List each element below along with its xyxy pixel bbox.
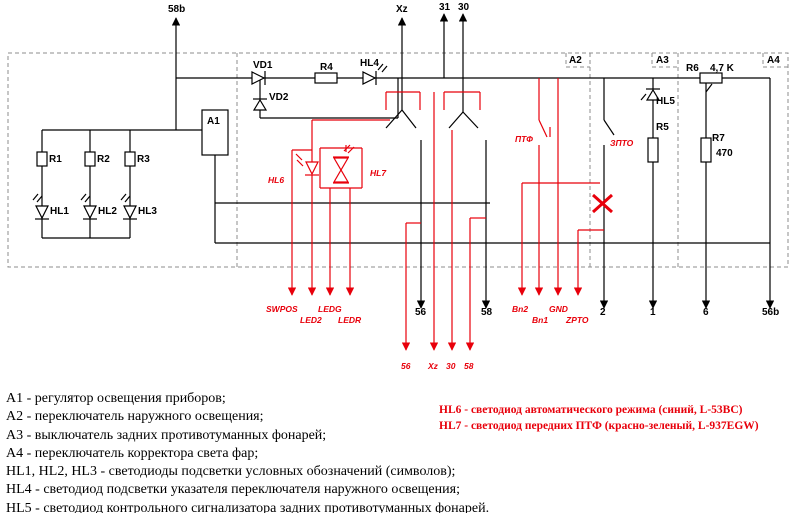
label-hl7: HL7 <box>370 168 387 178</box>
a1-regulator <box>201 109 229 156</box>
red-wiring <box>287 78 604 351</box>
label-r5: R5 <box>656 122 669 133</box>
legend-line: A3 - выключатель задних противотуманных … <box>6 427 327 443</box>
label-r6-value: 4,7 K <box>710 63 735 74</box>
terminal-56b: 56b <box>762 307 779 318</box>
resistor-r1 <box>36 151 48 167</box>
resistor-r2 <box>84 151 96 167</box>
indicator-resistors <box>36 151 136 167</box>
label-r7-value: 470 <box>716 148 733 159</box>
led-hl3 <box>123 205 137 220</box>
red-terminal-xz: Xz <box>427 361 439 371</box>
red-terminal-56: 56 <box>401 361 411 371</box>
terminal-58b: 58b <box>168 4 185 15</box>
unit-frame <box>7 52 789 268</box>
resistor-r3 <box>124 151 136 167</box>
a2-components <box>251 63 388 111</box>
terminal-31: 31 <box>439 2 451 13</box>
legend-line: HL1, HL2, HL3 - светодиоды подсветки усл… <box>6 464 456 480</box>
legend-line: A1 - регулятор освещения приборов; <box>6 391 226 406</box>
cut-mark <box>591 193 614 214</box>
pin-zpto: ZPTO <box>565 315 589 325</box>
label-r7: R7 <box>712 133 725 144</box>
label-r4: R4 <box>320 62 333 73</box>
switch-a2-left <box>385 109 403 129</box>
component-legend: A1 - регулятор освещения приборов; A2 - … <box>6 390 489 513</box>
black-wiring <box>41 13 775 309</box>
led-hl7 <box>332 144 355 184</box>
note-hl7: HL7 - светодиод передних ПТФ (красно-зел… <box>439 420 759 432</box>
block-tag-a3: A3 <box>656 55 669 66</box>
resistor-r7 <box>700 137 712 163</box>
label-ptf: ПТФ <box>515 134 533 144</box>
terminal-2: 2 <box>600 307 606 318</box>
label-hl2: HL2 <box>98 206 117 217</box>
pin-ledg: LEDG <box>318 304 342 314</box>
label-hl1: HL1 <box>50 206 69 217</box>
block-tag-a2: A2 <box>569 55 582 66</box>
block-tag-a4: A4 <box>767 55 780 66</box>
diode-vd2 <box>252 98 268 111</box>
terminal-xz: Xz <box>396 4 408 15</box>
note-hl6: HL6 - светодиод автоматического режима (… <box>439 404 743 416</box>
indicator-leds <box>32 193 137 220</box>
label-zpto: ЗПТО <box>610 138 634 148</box>
label-hl3: HL3 <box>138 206 157 217</box>
led-hl2 <box>83 205 97 220</box>
pin-swpos: SWPOS <box>266 304 298 314</box>
label-hl5: HL5 <box>656 96 675 107</box>
red-terminal-30: 30 <box>446 361 456 371</box>
terminal-1: 1 <box>650 307 656 318</box>
potentiometer-r6 <box>699 72 723 84</box>
pin-ledr: LEDR <box>338 315 362 325</box>
switch-a3 <box>603 119 615 136</box>
led-hl4 <box>362 71 377 85</box>
label-vd2: VD2 <box>269 92 289 103</box>
terminal-6: 6 <box>703 307 709 318</box>
resistor-r4 <box>314 72 338 84</box>
label-vd1: VD1 <box>253 60 273 71</box>
led-hl6 <box>295 150 319 188</box>
label-r6: R6 <box>686 63 699 74</box>
resistor-r5 <box>647 137 659 163</box>
modification-notes: HL6 - светодиод автоматического режима (… <box>439 402 759 434</box>
pin-bn1: Bn1 <box>532 315 548 325</box>
a4-components <box>699 72 723 163</box>
legend-line: A2 - переключатель наружного освещения; <box>6 409 264 425</box>
red-terminal-58: 58 <box>464 361 474 371</box>
label-r3: R3 <box>137 154 150 165</box>
label-r1: R1 <box>49 154 62 165</box>
pin-led2: LED2 <box>300 315 322 325</box>
led-hl1 <box>35 205 49 220</box>
switch-a2-right <box>448 111 464 129</box>
label-hl6: HL6 <box>268 175 284 185</box>
a3-components <box>640 88 661 163</box>
terminal-58: 58 <box>481 307 493 318</box>
pin-gnd: GND <box>549 304 568 314</box>
legend-line: HL4 - светодиод подсветки указателя пере… <box>6 482 460 498</box>
label-r2: R2 <box>97 154 110 165</box>
a1-label: A1 <box>207 116 220 127</box>
legend-line: HL5 - светодиод контрольного сигнализато… <box>6 500 490 513</box>
legend-line: A4 - переключатель корректора света фар; <box>6 445 259 461</box>
pin-bn2: Bn2 <box>512 304 528 314</box>
terminal-30: 30 <box>458 2 470 13</box>
diode-vd1 <box>251 71 266 85</box>
terminal-56: 56 <box>415 307 427 318</box>
label-hl4: HL4 <box>360 58 379 69</box>
